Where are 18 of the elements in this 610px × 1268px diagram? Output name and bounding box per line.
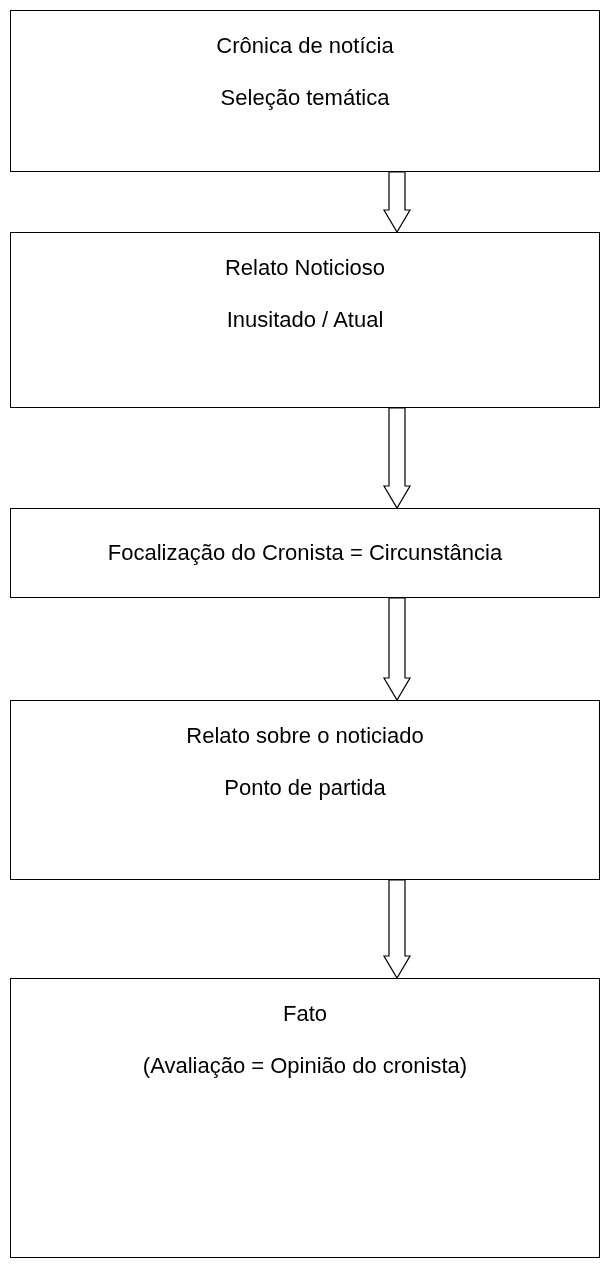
block-arrow (382, 407, 412, 510)
box-text: Fato (283, 1001, 327, 1027)
box-text: Focalização do Cronista = Circunstância (107, 540, 503, 566)
process-box (10, 978, 600, 1258)
process-box (10, 508, 600, 598)
box-text: Ponto de partida (224, 775, 386, 801)
box-text: Relato Noticioso (224, 255, 386, 281)
block-arrow (382, 879, 412, 980)
box-text: Crônica de notícia (216, 33, 394, 59)
box-text: Relato sobre o noticiado (186, 723, 424, 749)
process-box (10, 232, 600, 408)
box-text: Inusitado / Atual (226, 307, 384, 333)
process-box (10, 10, 600, 172)
block-arrow (382, 171, 412, 234)
block-arrow (382, 597, 412, 702)
box-text: (Avaliação = Opinião do cronista) (142, 1053, 468, 1079)
box-text: Seleção temática (220, 85, 390, 111)
process-box (10, 700, 600, 880)
